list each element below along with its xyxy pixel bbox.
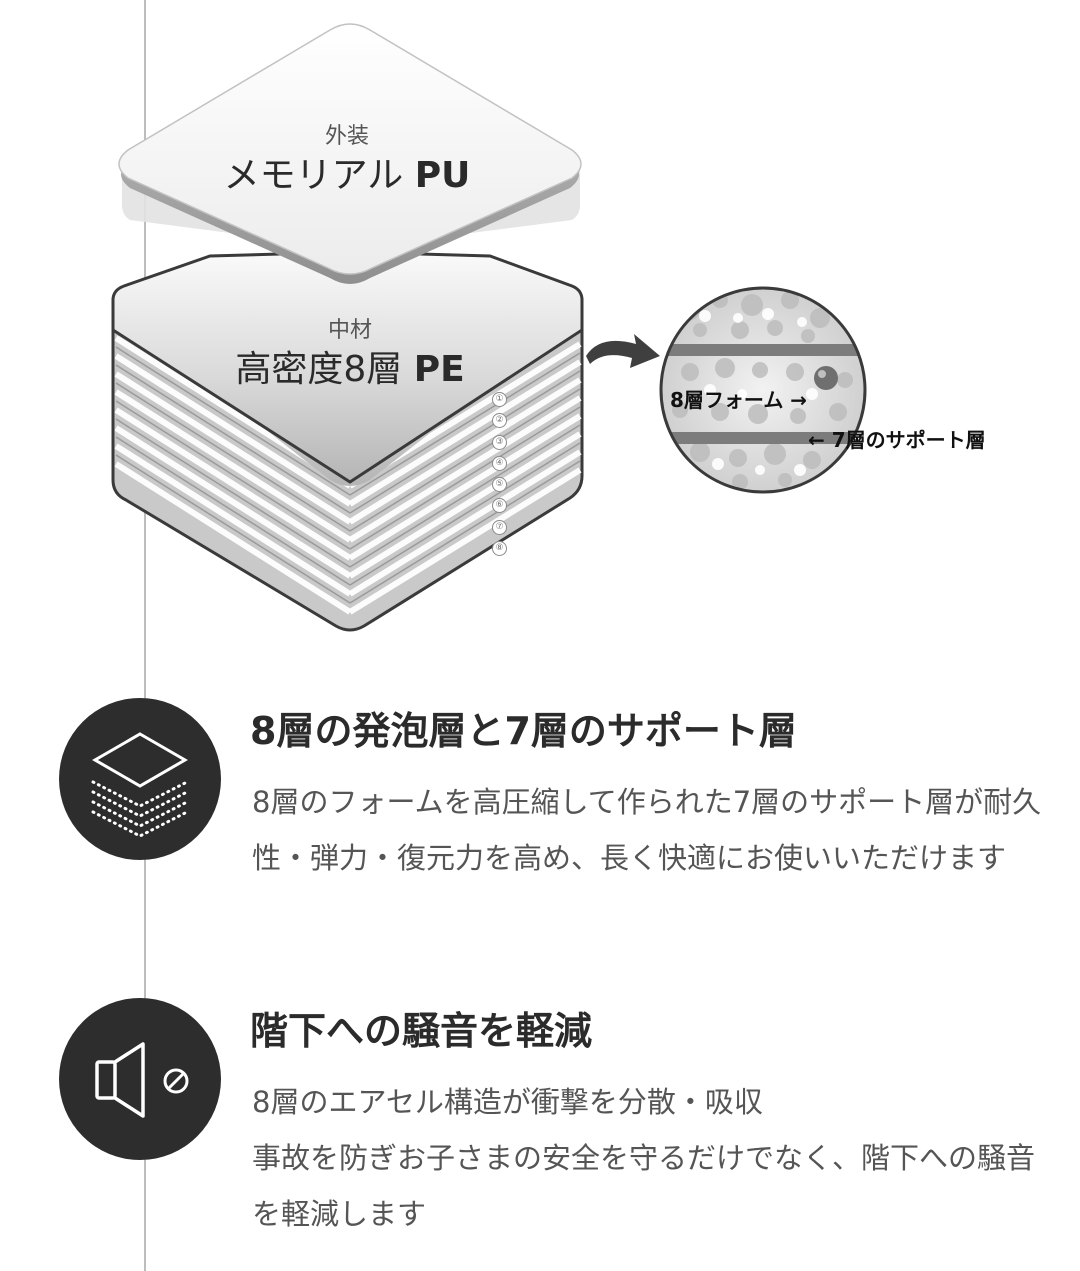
zoom-arrow — [586, 334, 660, 368]
feature-icon-circle — [59, 998, 221, 1160]
inner-layer-caption: 中材 — [327, 318, 372, 343]
feature-title: 8層の発泡層と7層のサポート層 — [250, 709, 797, 753]
feature-body: 8層のフォームを高圧縮して作られた7層のサポート層が耐久性・弾力・復元力を高め、… — [252, 785, 1042, 875]
foam-layer-label: 8層フォーム → — [670, 388, 808, 412]
feature-body-line: 事故を防ぎお子さまの安全を守るだけでなく、階下への騒音を軽減します — [252, 1141, 1036, 1231]
feature-title: 階下への騒音を軽減 — [250, 1009, 593, 1053]
feature-body-line: 8層のエアセル構造が衝撃を分散・吸収 — [252, 1085, 763, 1119]
inner-layer-name: 高密度8層 PE — [180, 340, 520, 392]
feature-body: 8層のエアセル構造が衝撃を分散・吸収事故を防ぎお子さまの安全を守るだけでなく、階… — [252, 1074, 1052, 1242]
outer-layer-material: PU — [414, 155, 471, 196]
feature-noise-reduction: 階下への騒音を軽減 8層のエアセル構造が衝撃を分散・吸収事故を防ぎお子さまの安全… — [0, 998, 1080, 1238]
layer-number: ⑥ — [492, 498, 507, 514]
layer-number: ③ — [492, 434, 507, 450]
inner-block — [111, 250, 584, 632]
stacked-layers-icon — [91, 732, 189, 838]
feature-foam-layers: 8層の発泡層と7層のサポート層 8層のフォームを高圧縮して作られた7層のサポート… — [0, 698, 1080, 898]
layer-diagram-svg — [111, 23, 867, 632]
layer-number-list: ① ② ③ ④ ⑤ ⑥ ⑦ ⑧ — [492, 392, 510, 562]
layer-number: ⑧ — [492, 541, 507, 557]
layer-number: ⑤ — [492, 477, 507, 493]
outer-layer-name-text: メモリアル — [223, 155, 404, 196]
outer-layer-name: メモリアル PU — [197, 146, 497, 198]
layer-number: ① — [492, 392, 507, 407]
zoom-circle — [659, 286, 867, 494]
speaker-mute-icon — [95, 1042, 189, 1118]
vertical-divider — [144, 0, 146, 1271]
outer-layer-caption: 外装 — [324, 124, 369, 149]
feature-icon-circle — [59, 698, 221, 860]
layer-number: ⑦ — [492, 519, 507, 535]
inner-layer-material: PE — [413, 349, 465, 390]
inner-layer-name-text: 高密度8層 — [235, 349, 403, 390]
layer-illustration: 外装 メモリアル PU 中材 高密度8層 PE ① ② ③ ④ ⑤ ⑥ ⑦ ⑧ … — [111, 23, 986, 632]
layer-number: ② — [492, 413, 507, 429]
outer-cap — [118, 23, 582, 284]
layer-number: ④ — [492, 455, 507, 471]
support-layer-label: ← 7層のサポート層 — [808, 428, 986, 452]
